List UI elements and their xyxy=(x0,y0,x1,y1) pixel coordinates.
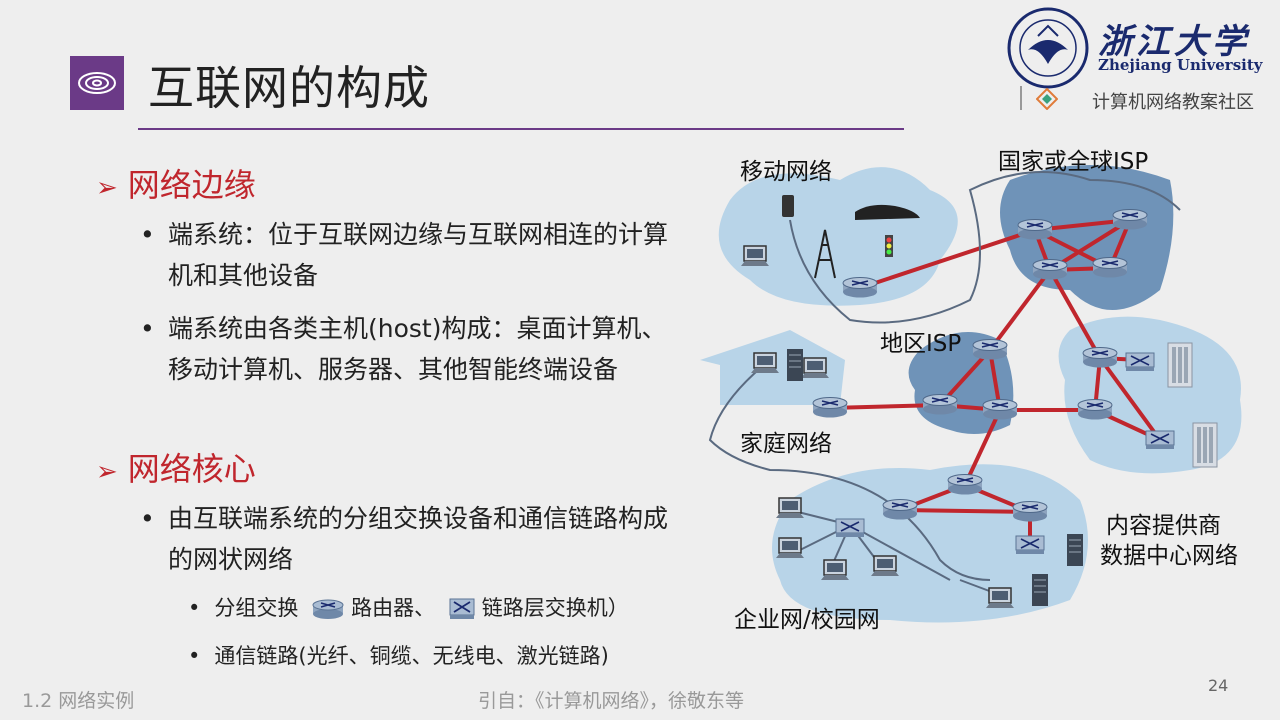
bullet-end-systems: • 端系统：位于互联网边缘与互联网相连的计算机和其他设备 xyxy=(140,214,680,296)
label-global-isp: 国家或全球ISP xyxy=(998,149,1149,175)
label-content-provider: 内容提供商 xyxy=(1106,513,1221,539)
bullet-dot-icon: • xyxy=(140,220,155,249)
sub-bullet-links: • 通信链路(光纤、铜缆、无线电、激光链路) xyxy=(188,640,609,670)
section-heading-core: ➢ 网络核心 xyxy=(96,444,256,490)
bullet-core-text: 由互联端系统的分组交换设备和通信链路构成的网状网络 xyxy=(168,504,669,574)
label-regional-isp: 地区ISP xyxy=(880,331,962,357)
bullet-hosts: • 端系统由各类主机(host)构成：桌面计算机、移动计算机、服务器、其他智能终… xyxy=(140,308,680,390)
footer-section: 1.2 网络实例 xyxy=(22,690,135,712)
switch-label: 链路层交换机） xyxy=(481,596,629,620)
university-name-cn: 浙江大学 xyxy=(1098,22,1250,62)
community-name: 计算机网络教案社区 xyxy=(1092,92,1254,113)
footer-source: 引自：《计算机网络》，徐敬东等 xyxy=(478,690,745,712)
label-data-center: 数据中心网络 xyxy=(1100,543,1238,569)
section-heading-edge: ➢ 网络边缘 xyxy=(96,160,256,206)
link-layer-switch-icon xyxy=(449,598,475,619)
university-seal-icon xyxy=(1007,7,1089,89)
slide-title: 互联网的构成 xyxy=(148,61,430,115)
title-divider xyxy=(138,128,904,130)
network-diagram-graphic xyxy=(700,165,1242,623)
bullet-dot-icon: • xyxy=(140,314,155,343)
section-heading-core-text: 网络核心 xyxy=(127,450,256,488)
bullet-dot-icon: • xyxy=(188,644,201,668)
page-number: 24 xyxy=(1208,676,1229,695)
bullet-dot-icon: • xyxy=(140,504,155,533)
label-enterprise-network: 企业网/校园网 xyxy=(734,607,880,633)
arrow-bullet-icon: ➢ xyxy=(96,457,118,487)
community-diamond-icon: 计算机网络教案社区 xyxy=(1035,87,1254,113)
bullet-core: • 由互联端系统的分组交换设备和通信链路构成的网状网络 xyxy=(140,498,680,580)
sub-bullet-packet-switching: • 分组交换 路由器、 链路层交换机） xyxy=(188,592,629,622)
router-icon xyxy=(312,599,344,619)
label-mobile-network: 移动网络 xyxy=(740,159,832,185)
arrow-bullet-icon: ➢ xyxy=(96,173,118,203)
section-heading-edge-text: 网络边缘 xyxy=(127,166,256,204)
title-logo-icon xyxy=(70,56,124,110)
label-home-network: 家庭网络 xyxy=(740,431,832,457)
internet-structure-diagram: 移动网络 国家或全球ISP 地区ISP 家庭网络 内容提供商 数据中心网络 企业… xyxy=(690,140,1280,640)
logo-divider xyxy=(1020,86,1022,110)
bullet-dot-icon: • xyxy=(188,596,201,620)
router-label: 路由器、 xyxy=(351,596,436,620)
bullet-end-systems-text: 端系统：位于互联网边缘与互联网相连的计算机和其他设备 xyxy=(168,220,669,290)
sub-bullet-packet-switching-text: 分组交换 xyxy=(214,596,299,620)
sub-bullet-links-text: 通信链路(光纤、铜缆、无线电、激光链路) xyxy=(214,644,609,668)
university-logo: 浙江大学 Zhejiang University 计算机网络教案社区 xyxy=(1006,4,1276,114)
university-name-en: Zhejiang University xyxy=(1098,56,1263,74)
bullet-hosts-text: 端系统由各类主机(host)构成：桌面计算机、移动计算机、服务器、其他智能终端设… xyxy=(168,314,667,384)
